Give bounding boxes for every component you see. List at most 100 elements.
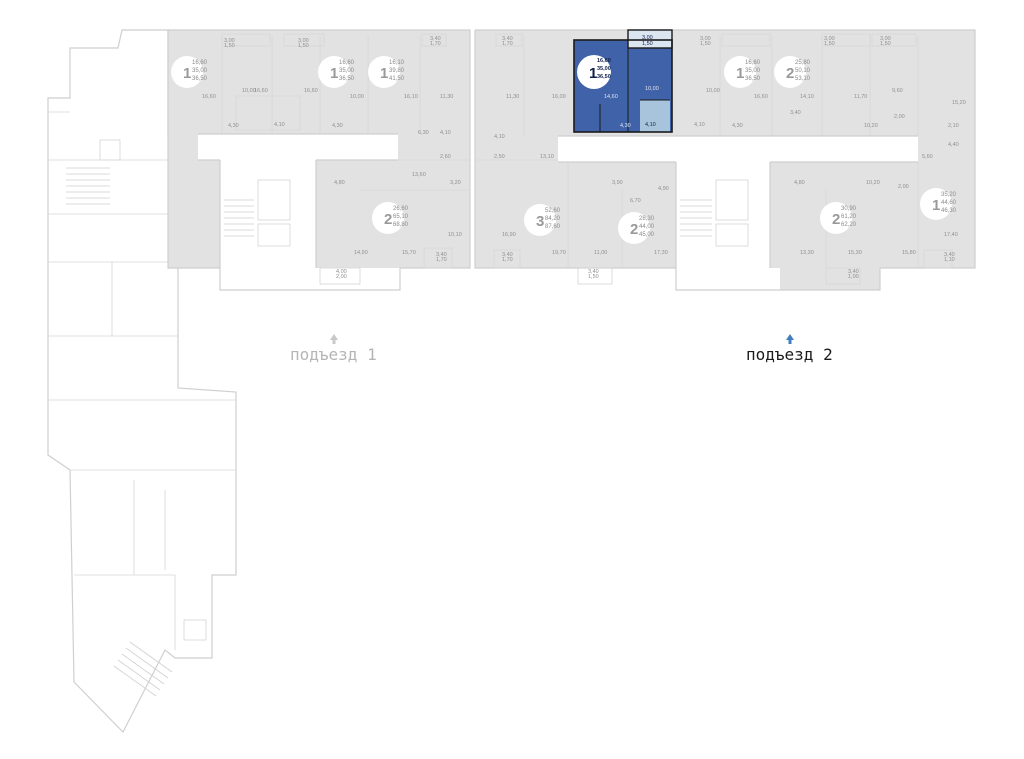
room-count: 1 bbox=[330, 65, 338, 82]
room-area: 15,20 bbox=[952, 100, 966, 106]
room-area: 2,00 bbox=[894, 114, 905, 120]
room-area: 6,70 bbox=[630, 198, 641, 204]
room-area: 13,60 bbox=[412, 172, 426, 178]
room-count: 2 bbox=[384, 211, 392, 228]
room-area: 3,90 bbox=[612, 180, 623, 186]
apartment-area: 84,20 bbox=[545, 216, 561, 222]
room-area: 1,70 bbox=[430, 41, 441, 47]
room-area: 4,30 bbox=[332, 123, 343, 129]
room-area: 16,00 bbox=[552, 94, 566, 100]
room-area: 15,70 bbox=[402, 250, 416, 256]
room-area: 10,20 bbox=[866, 180, 880, 186]
room-area: 13,10 bbox=[540, 154, 554, 160]
room-area: 6,30 bbox=[418, 130, 429, 136]
selected-room-area: 14,60 bbox=[604, 94, 618, 100]
room-area: 4,10 bbox=[274, 122, 285, 128]
selected-room-count: 1 bbox=[589, 65, 597, 82]
selected-total-area: 35,00 bbox=[597, 66, 611, 72]
room-area: 3,40 bbox=[944, 252, 955, 258]
room-count-badge bbox=[820, 202, 852, 234]
entrance-label: подъезд 2 bbox=[746, 345, 833, 364]
room-area: 17,30 bbox=[654, 250, 668, 256]
room-area: 16,60 bbox=[202, 94, 216, 100]
apartment-area: 28,30 bbox=[639, 216, 655, 222]
room-area: 3,40 bbox=[502, 252, 513, 258]
apartment-area: 16,60 bbox=[339, 60, 355, 66]
room-area: 17,40 bbox=[944, 232, 958, 238]
room-area: 2,00 bbox=[336, 274, 347, 280]
apartment-area: 35,20 bbox=[941, 192, 957, 198]
room-count: 3 bbox=[536, 213, 544, 230]
entrance-1[interactable]: подъезд 1 bbox=[290, 334, 377, 364]
room-count: 1 bbox=[183, 65, 191, 82]
room-area: 1,10 bbox=[944, 257, 955, 263]
selected-loggia-area: 3,00 bbox=[642, 35, 653, 41]
room-area: 3,20 bbox=[450, 180, 461, 186]
room-area: 1,00 bbox=[848, 274, 859, 280]
apartment-area: 44,00 bbox=[639, 224, 655, 230]
selected-apartment[interactable]: 1 16,60 35,00 36,50 14,60 10,00 4,30 4,1… bbox=[573, 29, 673, 133]
room-count: 2 bbox=[786, 65, 794, 82]
room-count-badge bbox=[524, 204, 556, 236]
room-area: 1,50 bbox=[224, 43, 235, 49]
room-area: 4,80 bbox=[794, 180, 805, 186]
room-area: 3,40 bbox=[502, 36, 513, 42]
room-area: 3,00 bbox=[298, 38, 309, 44]
entrance-2[interactable]: подъезд 2 bbox=[746, 334, 833, 364]
room-area: 4,90 bbox=[658, 186, 669, 192]
room-area: 10,00 bbox=[242, 88, 256, 94]
room-area: 16,10 bbox=[404, 94, 418, 100]
selected-room-area: 10,00 bbox=[645, 86, 659, 92]
apartment-area: 46,30 bbox=[941, 208, 957, 214]
room-area: 16,60 bbox=[754, 94, 768, 100]
room-area: 3,00 bbox=[880, 36, 891, 42]
room-area: 3,40 bbox=[430, 36, 441, 42]
up-arrow-icon bbox=[786, 334, 794, 344]
room-area: 4,10 bbox=[694, 122, 705, 128]
room-area: 14,90 bbox=[354, 250, 368, 256]
apartment-area: 65,10 bbox=[393, 214, 409, 220]
room-count-badge bbox=[318, 56, 350, 88]
apartment-area: 16,60 bbox=[192, 60, 208, 66]
apartment-area: 30,90 bbox=[841, 206, 857, 212]
room-count: 2 bbox=[630, 221, 638, 238]
apartment-a9[interactable]: 228,30 44,00 45,00 bbox=[618, 212, 655, 244]
room-area: 4,80 bbox=[334, 180, 345, 186]
apartment-area: 45,00 bbox=[639, 232, 655, 238]
room-count-badge bbox=[774, 56, 806, 88]
apartment-area: 36,50 bbox=[745, 76, 761, 82]
apartment-area: 25,80 bbox=[795, 60, 811, 66]
selected-gross-area: 36,50 bbox=[597, 74, 611, 80]
room-count-badge bbox=[368, 56, 400, 88]
room-count: 2 bbox=[832, 211, 840, 228]
room-area: 1,70 bbox=[436, 257, 447, 263]
room-area: 1,50 bbox=[880, 41, 891, 47]
apartment-area: 53,10 bbox=[795, 76, 811, 82]
apartment-area: 16,60 bbox=[745, 60, 761, 66]
room-area: 11,30 bbox=[440, 94, 453, 100]
apartment-area: 52,60 bbox=[545, 208, 561, 214]
room-area: 1,70 bbox=[502, 41, 513, 47]
room-area: 1,70 bbox=[502, 257, 513, 263]
room-area: 2,10 bbox=[948, 123, 959, 129]
apartment-area: 35,00 bbox=[745, 68, 761, 74]
room-area: 1,50 bbox=[824, 41, 835, 47]
entrance-markers: подъезд 1 подъезд 2 bbox=[290, 334, 833, 364]
room-area: 4,10 bbox=[494, 134, 505, 140]
room-area: 9,60 bbox=[892, 88, 903, 94]
apartment-area: 36,50 bbox=[192, 76, 208, 82]
room-area: 16,60 bbox=[254, 88, 268, 94]
room-area: 11,70 bbox=[854, 94, 867, 100]
room-area: 3,40 bbox=[790, 110, 801, 116]
